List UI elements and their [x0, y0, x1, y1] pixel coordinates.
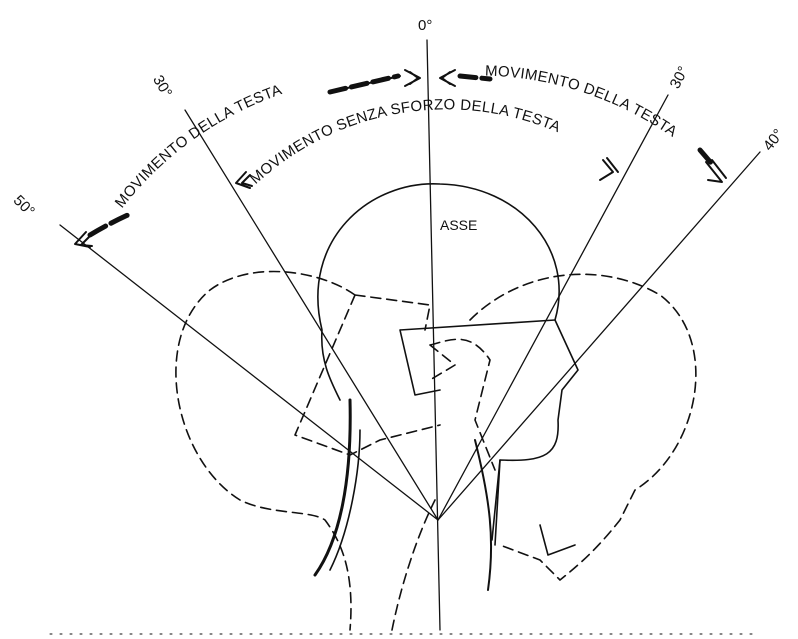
axis-left-50-line — [59, 224, 439, 521]
head-left-outline — [175, 270, 441, 631]
arrow-center-left-icon — [404, 69, 421, 87]
arrow-left-50-icon — [74, 231, 93, 248]
label-effortless-movement: MOVIMENTO SENZA SFORZO DELLA TESTA — [247, 96, 563, 187]
label-0-degrees: 0° — [418, 17, 432, 34]
label-axis: ASSE — [440, 217, 477, 233]
axis-0-line — [426, 39, 441, 631]
axis-right-30-line — [437, 94, 669, 521]
label-right-40-degrees: 40° — [760, 126, 787, 154]
arrow-right-40-icon — [705, 159, 727, 183]
arrow-inner-right-icon — [599, 157, 619, 181]
label-left-30-degrees: 30° — [149, 72, 175, 100]
arrow-center-right-icon — [439, 69, 456, 87]
outer-movement-arcs — [87, 73, 715, 238]
head-right-outline — [429, 273, 697, 581]
label-right-30-degrees: 30° — [667, 64, 693, 92]
axis-right-40-line — [437, 151, 761, 521]
head-center-outline — [317, 183, 579, 541]
neck-lines — [313, 398, 501, 631]
label-head-movement-right: MOVIMENTO DELLA TESTA — [485, 62, 680, 140]
arrowheads — [74, 69, 727, 248]
label-head-movement-outer-left: MOVIMENTO DELLA TESTA — [112, 81, 284, 211]
arrow-inner-left-icon — [235, 171, 253, 189]
label-left-50-degrees: 50° — [10, 192, 38, 220]
axis-left-30-line — [184, 109, 439, 521]
